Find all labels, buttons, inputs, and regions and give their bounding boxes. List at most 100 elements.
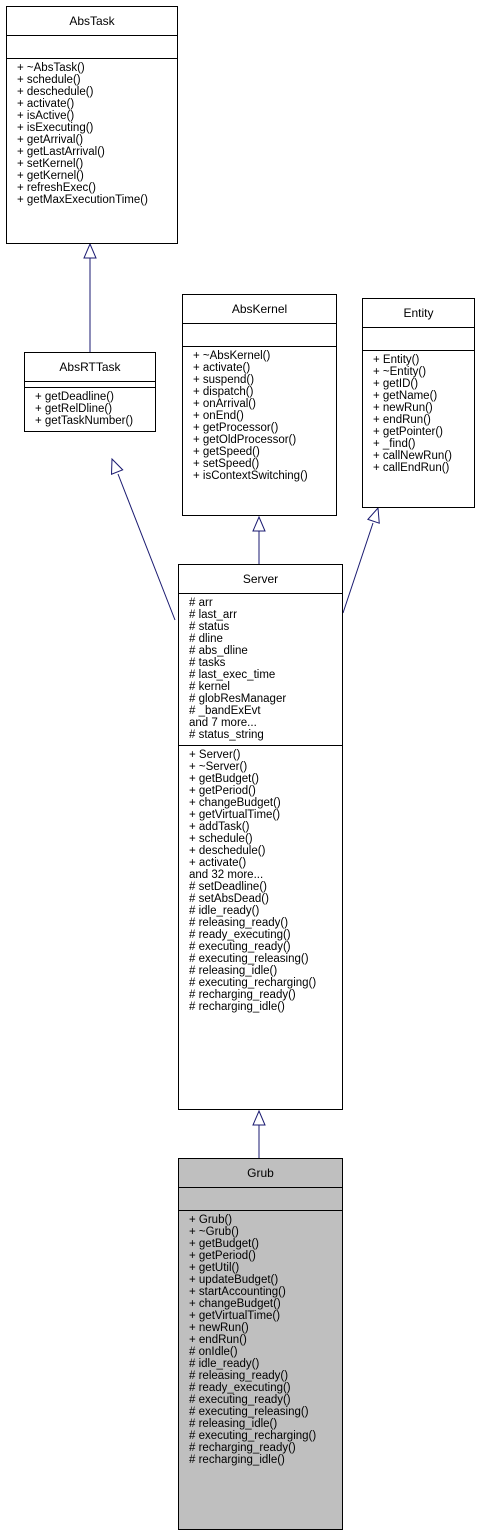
operation-item: + isActive() [17,110,75,122]
operation-item: + ~Grub() [189,1226,239,1238]
operation-item: # releasing_idle() [189,1418,278,1430]
operation-item: + Grub() [189,1214,233,1226]
operation-item: # releasing_ready() [189,1370,289,1382]
operation-item: + getPeriod() [189,785,256,797]
operation-item: + getVirtualTime() [189,1310,281,1322]
operation-item: + schedule() [17,74,81,86]
class-grub[interactable]: Grub + Grub()+ ~Grub()+ getBudget()+ get… [178,1158,343,1530]
operation-item: # ready_executing() [189,1382,291,1394]
operation-item: + getBudget() [189,773,260,785]
inheritance-arrowhead-icon [252,1109,266,1126]
operation-item: # executing_recharging() [189,977,317,989]
operation-item: + onEnd() [193,410,244,422]
inheritance-arrowhead-icon [110,457,124,475]
operation-item: # recharging_ready() [189,1442,296,1454]
operation-item: + ~Entity() [373,366,427,378]
class-absrttask[interactable]: AbsRTTask + getDeadline()+ getRelDline()… [24,352,156,432]
operation-item: + refreshExec() [17,182,96,194]
attribute-item: and 7 more... [189,717,257,729]
operation-item: # recharging_ready() [189,989,296,1001]
attribute-item: # last_exec_time [189,669,276,681]
operation-item: + setKernel() [17,158,84,170]
attribute-item: # status [189,621,230,633]
class-entity[interactable]: Entity + Entity()+ ~Entity()+ getID()+ g… [362,298,475,508]
operations-section: + ~AbsTask()+ schedule()+ deschedule()+ … [7,58,177,243]
operation-item: + ~Server() [189,761,248,773]
class-name: Entity [363,299,474,328]
operation-item: + endRun() [373,414,431,426]
operation-item: # releasing_ready() [189,917,289,929]
operation-item: + getArrival() [17,134,84,146]
operation-item: + dispatch() [193,386,254,398]
class-abskernel[interactable]: AbsKernel + ~AbsKernel()+ activate()+ su… [182,294,337,516]
operation-item: + Entity() [373,354,420,366]
operation-item: + newRun() [373,402,433,414]
operation-item: + isContextSwitching() [193,470,308,482]
attribute-item: # _bandExEvt [189,705,261,717]
operation-item: + getPeriod() [189,1250,256,1262]
inheritance-arrowhead-icon [367,506,380,524]
operation-item: + isExecuting() [17,122,94,134]
operation-item: + getLastArrival() [17,146,105,158]
operation-item: + newRun() [189,1322,249,1334]
operation-item: + getVirtualTime() [189,809,281,821]
operation-item: # setAbsDead() [189,893,269,905]
operation-item: + _find() [373,438,416,450]
attribute-item: # dline [189,633,223,645]
operation-item: + onArrival() [193,398,256,410]
class-name: Grub [179,1159,342,1188]
class-server[interactable]: Server # arr# last_arr# status# dline# a… [178,564,343,1110]
attribute-item: # kernel [189,681,230,693]
attributes-section [363,328,474,350]
operation-item: + activate() [193,362,251,374]
attribute-item: # globResManager [189,693,287,705]
operation-item: + ~AbsKernel() [193,350,271,362]
operation-item: # executing_recharging() [189,1430,317,1442]
operation-item: + updateBudget() [189,1274,279,1286]
operations-section: + ~AbsKernel()+ activate()+ suspend()+ d… [183,346,336,515]
operation-item: + startAccounting() [189,1286,286,1298]
operation-item: + getName() [373,390,438,402]
operations-section: + getDeadline()+ getRelDline()+ getTaskN… [25,387,155,431]
class-name: AbsKernel [183,295,336,324]
operation-item: # idle_ready() [189,1358,260,1370]
operation-item: + changeBudget() [189,797,281,809]
operation-item: + getBudget() [189,1238,260,1250]
operation-item: # executing_ready() [189,1394,291,1406]
operation-item: # recharging_idle() [189,1454,285,1466]
inheritance-arrowhead-icon [252,515,266,532]
operation-item: # executing_ready() [189,941,291,953]
operation-item: # idle_ready() [189,905,260,917]
attribute-item: # last_arr [189,609,237,621]
edge-server-to-absrttask [117,473,176,621]
class-name: Server [179,565,342,594]
operations-section: + Grub()+ ~Grub()+ getBudget()+ getPerio… [179,1210,342,1529]
operations-section: + Server()+ ~Server()+ getBudget()+ getP… [179,745,342,1109]
operation-item: # setDeadline() [189,881,267,893]
attribute-item: # abs_dline [189,645,248,657]
attributes-section: # arr# last_arr# status# dline# abs_dlin… [179,594,342,745]
operation-item: # releasing_idle() [189,965,278,977]
edge-server-to-entity [342,522,374,614]
attributes-section [179,1188,342,1210]
operation-item: + endRun() [189,1334,247,1346]
operation-item: # onIdle() [189,1346,238,1358]
inheritance-arrowhead-icon [83,242,97,259]
operation-item: + deschedule() [189,845,266,857]
operation-item: + getID() [373,378,419,390]
operation-item: + suspend() [193,374,255,386]
operation-item: + getMaxExecutionTime() [17,194,148,206]
operation-item: + activate() [17,98,75,110]
operation-item: + changeBudget() [189,1298,281,1310]
attribute-item: # tasks [189,657,226,669]
operation-item: + getDeadline() [35,391,114,403]
operation-item: + schedule() [189,833,253,845]
attributes-section [7,36,177,58]
class-name: AbsRTTask [25,353,155,382]
operation-item: # executing_releasing() [189,953,309,965]
class-abstask[interactable]: AbsTask + ~AbsTask()+ schedule()+ desche… [6,6,178,244]
operation-item: + addTask() [189,821,250,833]
operation-item: # recharging_idle() [189,1001,285,1013]
operation-item: + getUtil() [189,1262,240,1274]
operation-item: + getKernel() [17,170,84,182]
